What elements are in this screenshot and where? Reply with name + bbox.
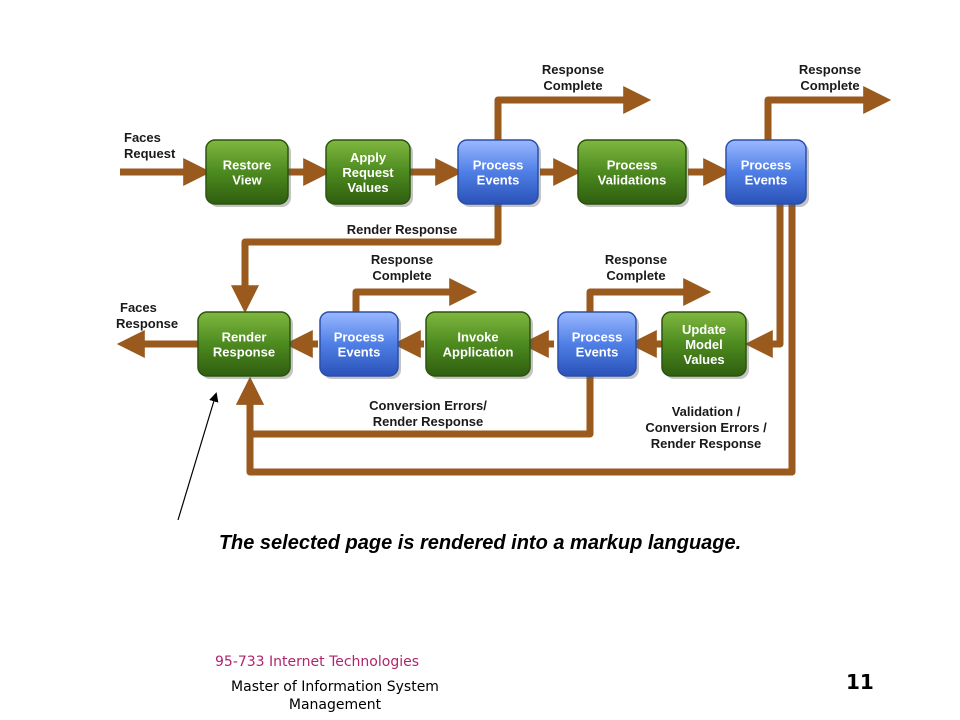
response-complete-label-4a: Response: [605, 252, 667, 267]
process-validations-label-0: Process: [607, 158, 658, 173]
validation-label-3: Render Response: [651, 436, 762, 451]
render-response-label-0: Render: [222, 330, 267, 345]
conversion-errors-label-2: Render Response: [373, 414, 484, 429]
response-complete-label-3b: Complete: [372, 268, 431, 283]
faces-response-label-2: Response: [116, 316, 178, 331]
arrow-response-complete-1: [494, 86, 652, 140]
process-events-2-label-0: Process: [741, 158, 792, 173]
process-events-3-label-0: Process: [334, 330, 385, 345]
update-model-values-label-0: Update: [682, 322, 726, 337]
apply-request-values-label-0: Apply: [350, 150, 387, 165]
page-number: 11: [846, 670, 874, 694]
conversion-errors-label-1: Conversion Errors/: [369, 398, 487, 413]
flow-arrows: [116, 86, 892, 476]
process-events-4-label-1: Events: [576, 345, 619, 360]
restore-view-rect: [205, 139, 289, 205]
footer-program: Master of Information System Management: [231, 679, 439, 713]
invoke-application-label-0: Invoke: [457, 330, 498, 345]
response-complete-label-3a: Response: [371, 252, 433, 267]
process-events-1-label-0: Process: [473, 158, 524, 173]
process-events-3-label-1: Events: [338, 345, 381, 360]
render-response-label: Render Response: [347, 222, 458, 237]
process-events-4-label-0: Process: [572, 330, 623, 345]
render-response-rect: [197, 311, 291, 377]
response-complete-label-2a: Response: [799, 62, 861, 77]
arrow-render-response: [231, 204, 502, 314]
pointer-arrow: [177, 392, 219, 521]
faces-request-label-1: Faces: [124, 130, 161, 145]
invoke-application-rect: [425, 311, 531, 377]
lifecycle-boxes: RestoreViewApplyRequestValuesProcessEven…: [197, 139, 809, 379]
process-events-1-rect: [457, 139, 539, 205]
apply-request-values-label-1: Request: [342, 165, 394, 180]
validation-label-2: Conversion Errors /: [645, 420, 767, 435]
render-response-label-1: Response: [213, 345, 275, 360]
process-events-4-rect: [557, 311, 637, 377]
caption-text: The selected page is rendered into a mar…: [218, 532, 742, 554]
response-complete-label-1a: Response: [542, 62, 604, 77]
process-validations-label-1: Validations: [598, 173, 667, 188]
response-complete-label-2b: Complete: [800, 78, 859, 93]
restore-view-label-0: Restore: [223, 158, 271, 173]
apply-request-values-rect: [325, 139, 411, 205]
process-events-3-rect: [319, 311, 399, 377]
update-model-values-rect: [661, 311, 747, 377]
response-complete-label-1b: Complete: [543, 78, 602, 93]
process-validations-rect: [577, 139, 687, 205]
process-events-2-label-1: Events: [745, 173, 788, 188]
update-model-values-label-1: Model: [685, 337, 723, 352]
response-complete-label-4b: Complete: [606, 268, 665, 283]
arrow-response-complete-2: [764, 86, 892, 140]
update-model-values-label-2: Values: [683, 352, 724, 367]
diagram-labels: Faces Request Response Complete Response…: [116, 62, 861, 451]
restore-view-label-1: View: [232, 173, 262, 188]
faces-response-label-1: Faces: [120, 300, 157, 315]
arrow-response-complete-3: [352, 278, 478, 312]
arrow-validation-errors: [236, 140, 796, 476]
process-events-2-rect: [725, 139, 807, 205]
apply-request-values-label-2: Values: [347, 180, 388, 195]
faces-request-label-2: Request: [124, 146, 176, 161]
process-events-1-label-1: Events: [477, 173, 520, 188]
footer-course: 95-733 Internet Technologies: [215, 654, 420, 670]
arrow-to-update-model: [744, 204, 784, 358]
arrow-response-complete-4: [586, 278, 712, 312]
invoke-application-label-1: Application: [443, 345, 514, 360]
validation-label-1: Validation /: [672, 404, 741, 419]
